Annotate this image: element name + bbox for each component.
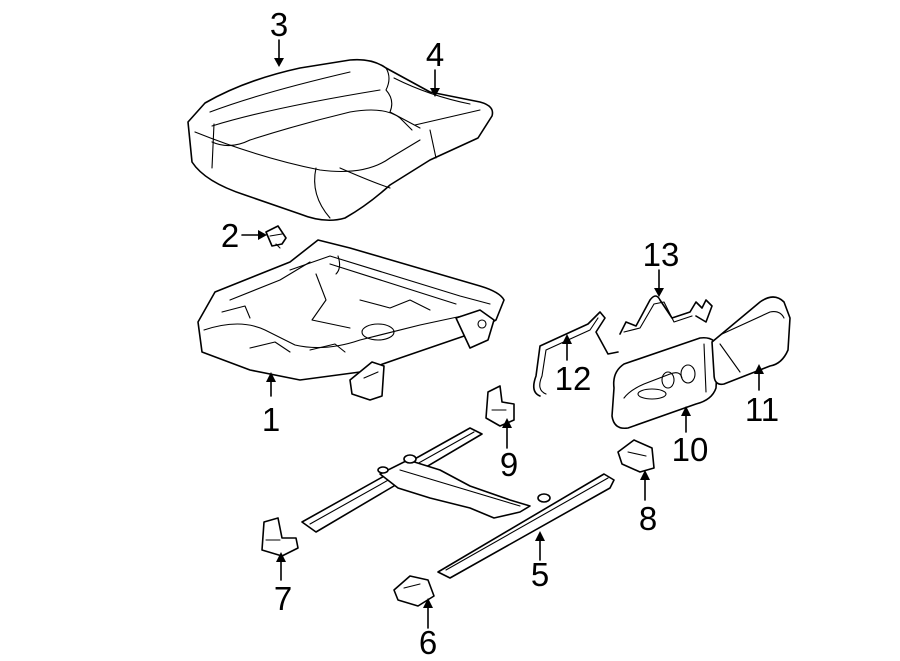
arrowhead-8: [640, 470, 650, 480]
callout-12: 12: [555, 360, 592, 397]
seat-cushion: [187, 58, 494, 222]
switch-bezel: [611, 336, 719, 430]
seat-frame: [197, 239, 505, 401]
arrowhead-7: [276, 552, 286, 562]
callout-3: 3: [270, 6, 288, 43]
callout-5: 5: [531, 556, 549, 593]
callout-10: 10: [672, 431, 709, 468]
callout-9: 9: [500, 446, 518, 483]
callout-1: 1: [262, 401, 280, 438]
arrowhead-11: [754, 364, 764, 374]
callout-8: 8: [639, 500, 657, 537]
support-wire-12: [532, 311, 619, 397]
seat-track: [301, 427, 615, 579]
track-cover-9: [485, 385, 515, 427]
callout-7: 7: [274, 580, 292, 617]
callout-11: 11: [745, 391, 779, 428]
arrowhead-10: [681, 406, 691, 416]
arrowhead-9: [502, 418, 512, 428]
callout-6: 6: [419, 624, 437, 661]
arrowhead-6: [423, 598, 433, 608]
arrowhead-12: [562, 334, 572, 344]
callout-labels: 3 4 2 1 5 6 7 8 9 10 11 12 13: [221, 6, 779, 661]
arrowhead-13: [654, 288, 664, 297]
leader-lines: [241, 39, 764, 629]
arrowhead-4: [430, 88, 440, 97]
callout-4: 4: [426, 36, 444, 73]
track-cover-7: [261, 517, 299, 557]
push-pin-icon: [265, 225, 287, 249]
track-cover-6: [393, 575, 435, 607]
arrowhead-1: [266, 372, 276, 382]
track-cover-8: [617, 439, 655, 473]
arrowhead-5: [535, 531, 545, 541]
callout-13: 13: [643, 236, 680, 273]
arrowhead-3: [274, 58, 284, 67]
callout-2: 2: [221, 217, 239, 254]
side-shield: [711, 296, 791, 386]
arrowhead-2: [258, 230, 267, 240]
support-wire-13: [619, 295, 713, 335]
